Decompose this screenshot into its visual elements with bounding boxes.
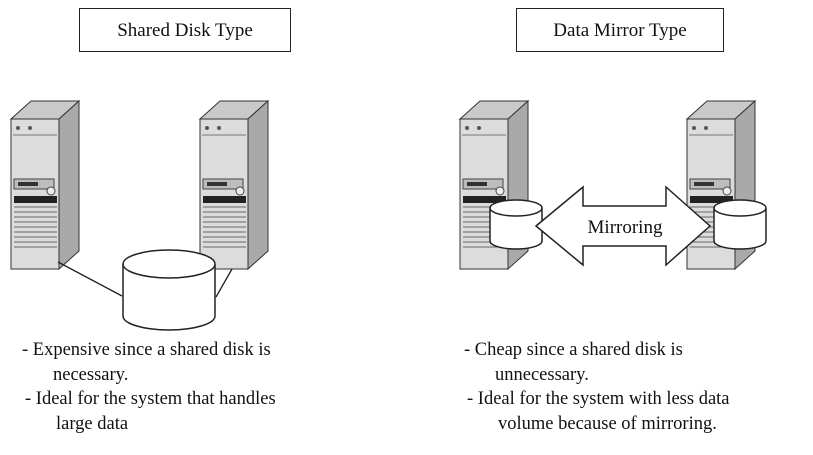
mirroring-label: Mirroring — [588, 217, 663, 238]
note-line: - Cheap since a shared disk is — [464, 340, 683, 360]
server-tower-icon-left-shared — [10, 100, 80, 270]
double-arrow-icon — [534, 185, 712, 267]
note-line-continued: necessary. — [53, 364, 129, 385]
mirror-disk-right-icon — [713, 199, 767, 250]
note-line-continued: unnecessary. — [495, 364, 589, 385]
note-line: - Ideal for the system that handles — [25, 389, 276, 409]
shared-disk-cylinder-icon — [122, 249, 216, 331]
server-to-disk-line-left — [57, 261, 123, 297]
server-to-disk-line-right — [215, 268, 233, 298]
note-item: - Cheap since a shared disk is unnecessa… — [464, 338, 809, 387]
note-line: - Ideal for the system with less data — [467, 389, 730, 409]
note-item: - Ideal for the system with less data vo… — [464, 387, 809, 436]
data-mirror-type-title: Data Mirror Type — [516, 8, 724, 52]
note-item: - Ideal for the system that handles larg… — [22, 387, 382, 436]
mirror-disk-left-icon — [489, 199, 543, 250]
server-tower-icon-right-shared — [199, 100, 269, 270]
shared-disk-type-title: Shared Disk Type — [79, 8, 291, 52]
shared-disk-notes: - Expensive since a shared disk is neces… — [22, 338, 382, 436]
note-line-continued: volume because of mirroring. — [498, 413, 717, 434]
note-line: - Expensive since a shared disk is — [22, 340, 271, 360]
note-line-continued: large data — [56, 413, 129, 434]
data-mirror-notes: - Cheap since a shared disk is unnecessa… — [464, 338, 809, 436]
note-item: - Expensive since a shared disk is neces… — [22, 338, 382, 387]
